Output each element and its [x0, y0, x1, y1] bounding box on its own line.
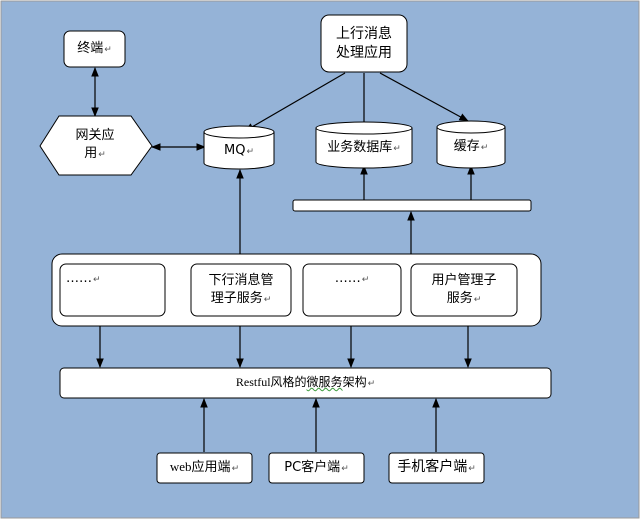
edge-upstream-mq — [244, 72, 346, 132]
upstream-box — [320, 14, 408, 73]
service-box-2 — [302, 263, 402, 317]
terminal-box — [63, 30, 126, 68]
storage-bar — [292, 199, 532, 212]
business-db-cylinder — [315, 121, 413, 169]
edge-upstream-cache — [379, 72, 469, 122]
user-mgmt-service-box — [410, 263, 518, 317]
cache-cylinder — [436, 120, 506, 169]
pc-client-box — [268, 452, 365, 484]
mobile-client-box — [388, 452, 485, 484]
service-box-1 — [59, 263, 166, 317]
gateway-hexagon — [39, 115, 153, 176]
restful-bar — [59, 367, 552, 399]
mq-cylinder — [203, 125, 275, 170]
web-client-box — [156, 452, 253, 484]
downstream-service-box — [190, 263, 292, 317]
